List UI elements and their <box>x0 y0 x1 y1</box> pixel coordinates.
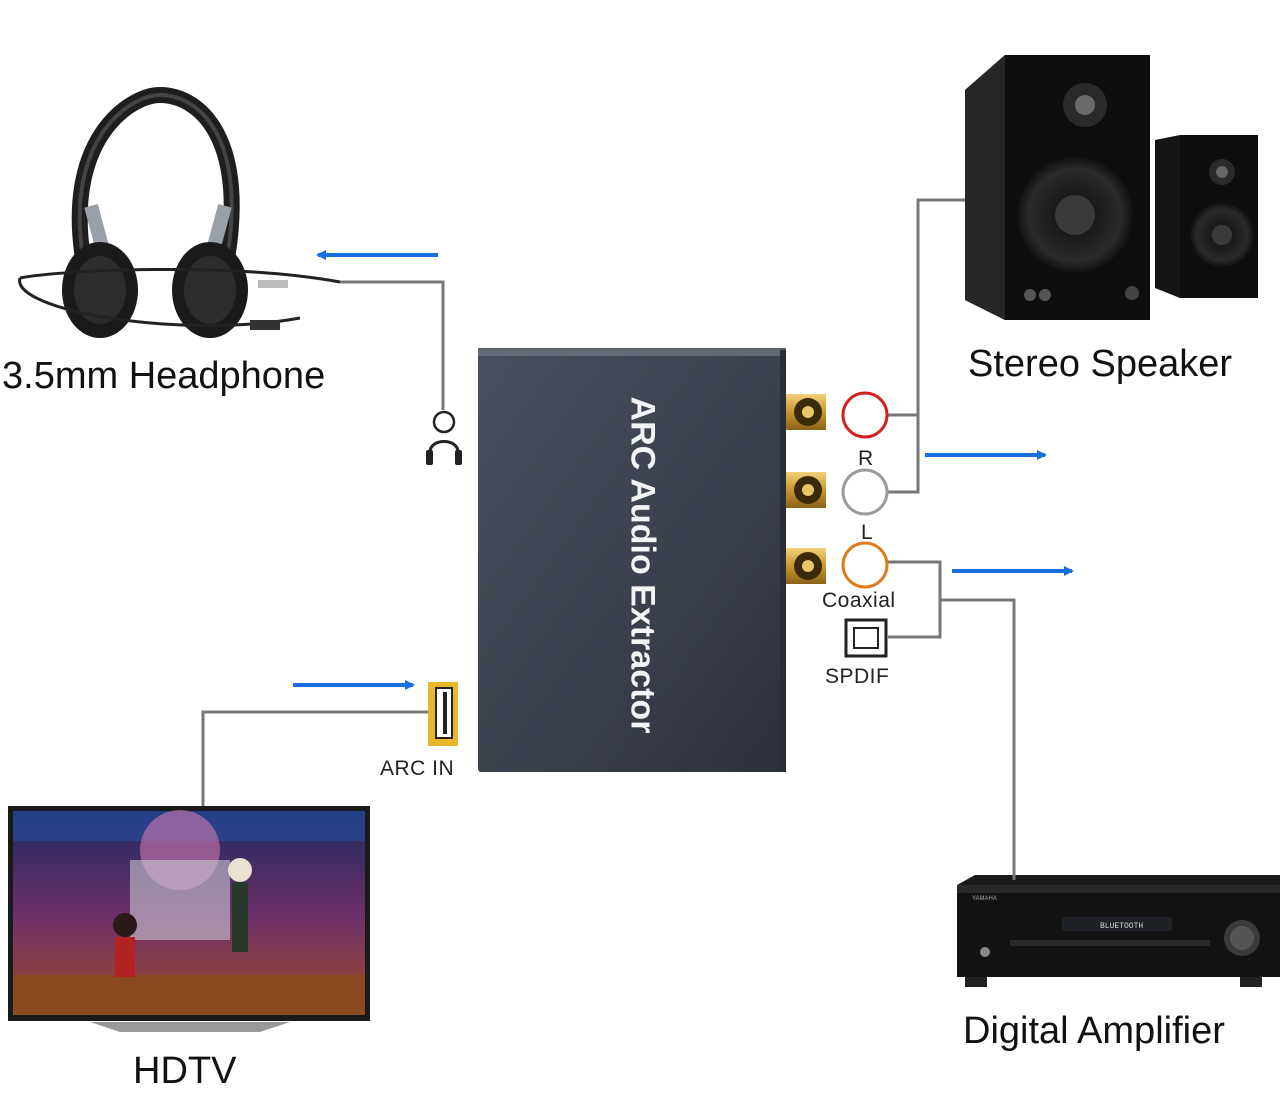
hdmi-port-icon <box>428 682 458 746</box>
device-title: ARC Audio Extractor <box>607 395 677 735</box>
hdtv-cable <box>201 710 428 806</box>
amplifier-label: Digital Amplifier <box>963 1010 1225 1052</box>
hdtv-image <box>8 806 370 1032</box>
right-channel-label: R <box>858 447 874 470</box>
amplifier-display: BLUETOOTH <box>1100 922 1143 931</box>
hdtv-label: HDTV <box>133 1050 237 1092</box>
optical-port-icon <box>844 618 888 658</box>
amplifier-image: YAMAHA BLUETOOTH <box>957 875 1280 987</box>
port-coaxial-icon <box>841 541 889 589</box>
headphone-jack-icon <box>426 410 462 465</box>
headphone-cable <box>340 280 445 410</box>
port-r-icon <box>841 391 889 439</box>
cables <box>201 198 1016 880</box>
headphone-label: 3.5mm Headphone <box>2 355 326 397</box>
speaker-cable-r <box>888 198 965 417</box>
arc-in-label: ARC IN <box>380 757 455 780</box>
rca-connector-coaxial <box>786 548 826 584</box>
spdif-cable <box>888 600 942 639</box>
speaker-label: Stereo Speaker <box>968 343 1233 385</box>
spdif-label: SPDIF <box>825 665 890 688</box>
coaxial-cable <box>888 560 1016 880</box>
device-name: ARC Audio Extractor <box>623 396 662 734</box>
arrows <box>293 250 1074 690</box>
speaker-cable-l <box>888 415 920 494</box>
amplifier-brand: YAMAHA <box>972 896 997 902</box>
speaker-image <box>965 55 1258 320</box>
rca-connector-l <box>786 472 826 508</box>
port-l-icon <box>841 468 889 516</box>
left-channel-label: L <box>861 521 874 544</box>
arc-audio-extractor-device <box>478 348 826 772</box>
headphone-image <box>18 86 341 338</box>
rca-connector-r <box>786 394 826 430</box>
coaxial-label: Coaxial <box>822 589 896 612</box>
